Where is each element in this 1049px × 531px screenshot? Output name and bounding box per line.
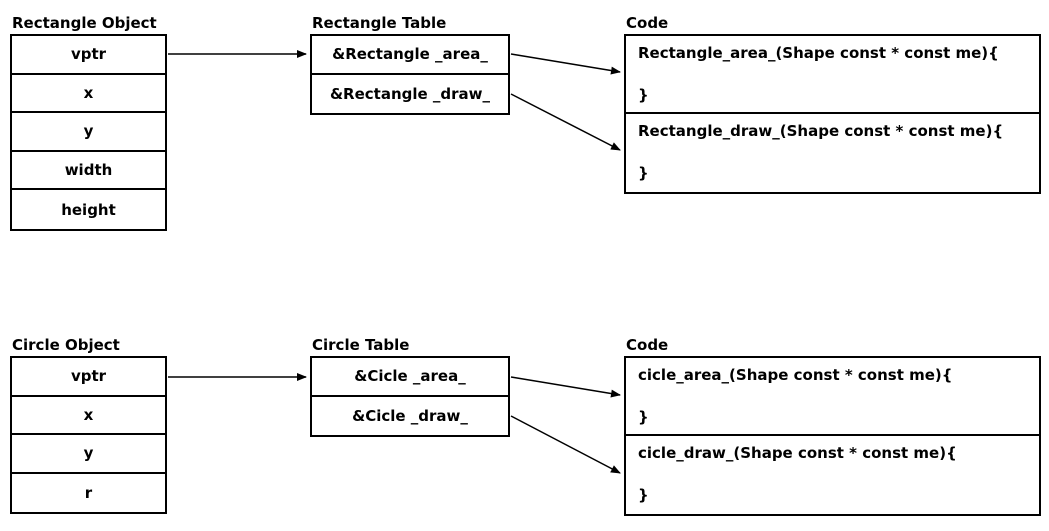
arrow-circle-area-to-code bbox=[510, 376, 621, 398]
circle-code-draw: cicle_draw_(Shape const * const me){ } bbox=[626, 436, 1039, 514]
circle-code-title: Code bbox=[626, 336, 669, 354]
rectangle-field-height: height bbox=[61, 200, 116, 219]
rectangle-field-y: y bbox=[12, 113, 165, 152]
code-close-brace: } bbox=[638, 164, 649, 182]
rectangle-table-entry-area: &Rectangle _area_ bbox=[312, 36, 508, 75]
rectangle-object-title: Rectangle Object bbox=[12, 14, 157, 32]
code-signature: cicle_area_(Shape const * const me){ bbox=[638, 366, 953, 384]
arrow-rect-area-to-code bbox=[510, 53, 621, 75]
rectangle-field-vptr: vptr bbox=[12, 36, 165, 75]
circle-table-entry-draw: &Cicle _draw_ bbox=[352, 406, 468, 425]
arrow-rect-draw-to-code bbox=[510, 93, 621, 151]
code-signature: Rectangle_draw_(Shape const * const me){ bbox=[638, 122, 1004, 140]
rectangle-table-box: &Rectangle _area_ &Rectangle _draw_ bbox=[310, 34, 510, 115]
circle-code-box: cicle_area_(Shape const * const me){ } c… bbox=[624, 356, 1041, 516]
circle-table-box: &Cicle _area_ &Cicle _draw_ bbox=[310, 356, 510, 437]
circle-field-x: x bbox=[12, 397, 165, 436]
rectangle-table-entry-draw: &Rectangle _draw_ bbox=[329, 84, 491, 103]
circle-field-r: r bbox=[84, 484, 93, 503]
rectangle-object-box: vptr x y width height bbox=[10, 34, 167, 231]
rectangle-code-area: Rectangle_area_(Shape const * const me){… bbox=[626, 36, 1039, 114]
code-signature: cicle_draw_(Shape const * const me){ bbox=[638, 444, 957, 462]
code-close-brace: } bbox=[638, 86, 649, 104]
circle-table-entry-area: &Cicle _area_ bbox=[312, 358, 508, 397]
rectangle-field-width: width bbox=[12, 152, 165, 191]
circle-field-y: y bbox=[12, 435, 165, 474]
code-close-brace: } bbox=[638, 486, 649, 504]
rectangle-table-title: Rectangle Table bbox=[312, 14, 447, 32]
arrow-circle-draw-to-code bbox=[510, 415, 621, 474]
circle-code-area: cicle_area_(Shape const * const me){ } bbox=[626, 358, 1039, 436]
rectangle-code-box: Rectangle_area_(Shape const * const me){… bbox=[624, 34, 1041, 194]
rectangle-field-x: x bbox=[12, 75, 165, 114]
code-close-brace: } bbox=[638, 408, 649, 426]
circle-object-box: vptr x y r bbox=[10, 356, 167, 515]
circle-table-title: Circle Table bbox=[312, 336, 410, 354]
rectangle-code-title: Code bbox=[626, 14, 669, 32]
code-signature: Rectangle_area_(Shape const * const me){ bbox=[638, 44, 999, 62]
rectangle-code-draw: Rectangle_draw_(Shape const * const me){… bbox=[626, 114, 1039, 192]
circle-object-title: Circle Object bbox=[12, 336, 120, 354]
circle-field-vptr: vptr bbox=[12, 358, 165, 397]
